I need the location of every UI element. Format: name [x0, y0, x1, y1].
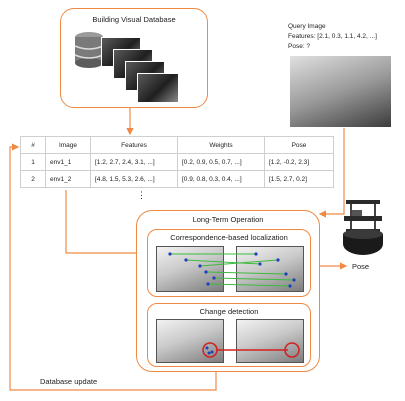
- long-term-operation-box: Long-Term Operation Correspondence-based…: [136, 210, 320, 372]
- localization-title: Correspondence-based localization: [170, 233, 288, 242]
- long-term-title: Long-Term Operation: [192, 215, 264, 224]
- database-image-4: [137, 73, 179, 103]
- table-ellipsis: ⋮: [137, 190, 146, 200]
- table-cell: env1_2: [45, 170, 91, 188]
- col-header: #: [20, 136, 46, 154]
- table-cell: [0.9, 0.8, 0.3, 0.4, ...]: [177, 170, 265, 188]
- localization-box: Correspondence-based localization: [147, 229, 311, 297]
- change-image-left: [156, 319, 224, 363]
- table-row: 2 env1_2 [4.8, 1.5, 5.3, 2.6, ...] [0.9,…: [20, 170, 334, 188]
- database-update-label: Database update: [40, 377, 98, 386]
- query-pose: Pose: ?: [288, 43, 311, 50]
- query-features: Features: [2.1, 0.3, 1.1, 4.2, ...]: [288, 33, 377, 40]
- col-header: Features: [90, 136, 178, 154]
- table-cell: [1.2, -0.2, 2.3]: [264, 153, 334, 171]
- table-header-row: # Image Features Weights Pose: [20, 136, 334, 154]
- col-header: Weights: [177, 136, 265, 154]
- robot-icon: [343, 200, 383, 255]
- table-cell: [1.5, 2.7, 0.2]: [264, 170, 334, 188]
- table-cell: 2: [20, 170, 46, 188]
- table-cell: [1.2, 2.7, 2.4, 3.1, ...]: [90, 153, 178, 171]
- table-row: 1 env1_1 [1.2, 2.7, 2.4, 3.1, ...] [0.2,…: [20, 153, 334, 171]
- pose-output-label: Pose: [352, 262, 370, 271]
- col-header: Image: [45, 136, 91, 154]
- table-cell: env1_1: [45, 153, 91, 171]
- database-icon: [74, 32, 104, 68]
- building-database-title: Building Visual Database: [92, 15, 176, 24]
- change-detection-title: Change detection: [199, 307, 259, 316]
- feature-matches: [168, 252, 296, 288]
- col-header: Pose: [264, 136, 334, 154]
- query-title: Query Image: [288, 23, 326, 30]
- change-detection-box: Change detection: [147, 303, 311, 367]
- query-image: [289, 55, 392, 128]
- database-table: # Image Features Weights Pose 1 env1_1 […: [20, 136, 334, 188]
- change-highlight: [202, 342, 300, 358]
- table-cell: [0.2, 0.9, 0.5, 0.7, ...]: [177, 153, 265, 171]
- table-cell: 1: [20, 153, 46, 171]
- table-to-localization-arrow: [65, 190, 148, 257]
- building-database-box: Building Visual Database: [60, 8, 208, 108]
- change-image-right: [236, 319, 304, 363]
- table-cell: [4.8, 1.5, 5.3, 2.6, ...]: [90, 170, 178, 188]
